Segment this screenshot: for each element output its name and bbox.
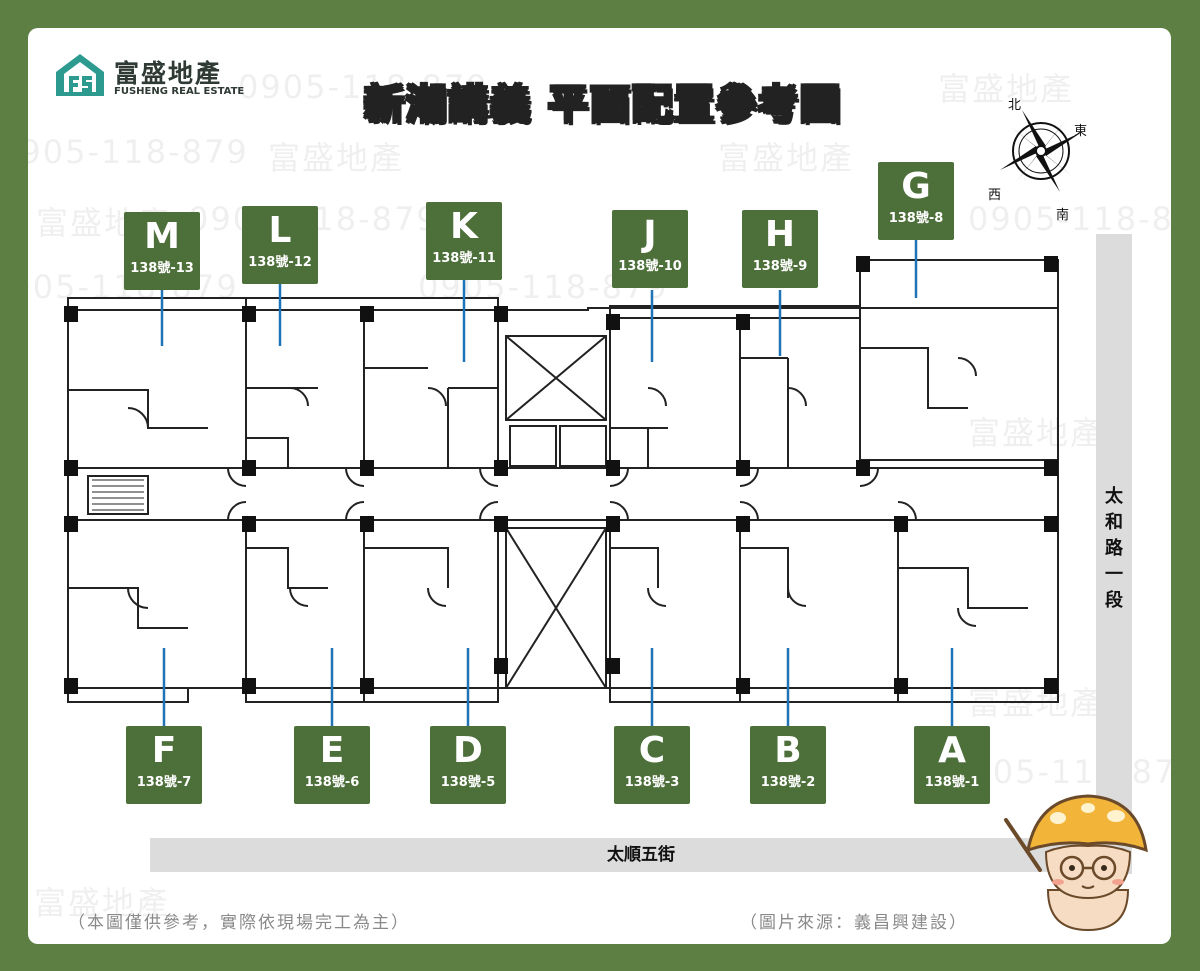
unit-address: 138號-13 bbox=[130, 261, 194, 276]
unit-letter: E bbox=[319, 730, 345, 771]
unit-label-g: G 138號-8 bbox=[878, 162, 954, 240]
unit-address: 138號-3 bbox=[624, 775, 680, 790]
compass-rose-icon bbox=[1000, 110, 1082, 192]
unit-letter: M bbox=[144, 216, 180, 257]
page-title: 新潮講義 平面配置參考圖 bbox=[363, 81, 842, 129]
compass-west-label: 西 bbox=[988, 188, 1002, 203]
unit-g-outline bbox=[859, 259, 1059, 461]
road-east bbox=[1096, 234, 1132, 874]
mushroom-mascot bbox=[988, 780, 1168, 940]
unit-address: 138號-12 bbox=[248, 255, 312, 270]
house-logo-icon bbox=[56, 54, 104, 96]
unit-label-k: K 138號-11 bbox=[426, 202, 502, 280]
floor-plan-drawing bbox=[64, 240, 1059, 728]
floor-plan-card: 0905-118-879 富盛地產 0905-118-879 富盛地產 富盛地產… bbox=[28, 28, 1171, 944]
watermark-phone: 0905-118-879 bbox=[238, 68, 489, 106]
watermark-brand: 富盛地產 bbox=[34, 884, 171, 922]
unit-letter: B bbox=[774, 730, 802, 771]
compass-south-label: 南 bbox=[1056, 208, 1070, 223]
unit-letter: K bbox=[450, 206, 478, 247]
unit-label-m: M 138號-13 bbox=[124, 212, 200, 290]
unit-address: 138號-9 bbox=[752, 259, 808, 274]
unit-letter: L bbox=[268, 210, 292, 251]
watermark-brand: 富盛地產 bbox=[268, 139, 405, 177]
unit-label-a: A 138號-1 bbox=[914, 726, 990, 804]
unit-address: 138號-10 bbox=[618, 259, 682, 274]
watermark-phone: 0905-118-879 bbox=[968, 200, 1171, 238]
unit-letter: G bbox=[901, 166, 931, 207]
compass: 北 東 西 南 bbox=[986, 96, 1096, 223]
unit-label-l: L 138號-12 bbox=[242, 206, 318, 284]
company-logo: 富盛地產 FUSHENG REAL ESTATE bbox=[52, 50, 252, 104]
watermark-brand: 富盛地產 bbox=[968, 414, 1105, 452]
road-east-label: 太和路一段 bbox=[1105, 486, 1123, 611]
road-south-label: 太順五街 bbox=[607, 845, 675, 865]
unit-address: 138號-8 bbox=[888, 211, 944, 226]
unit-label-c: C 138號-3 bbox=[614, 726, 690, 804]
compass-east-label: 東 bbox=[1074, 124, 1088, 139]
unit-letter: D bbox=[453, 730, 483, 771]
watermark-phone: 0905-118-879 bbox=[28, 133, 249, 171]
image-source-note: （圖片來源：義昌興建設） bbox=[740, 913, 968, 933]
unit-address: 138號-1 bbox=[924, 775, 980, 790]
watermark-brand: 富盛地產 bbox=[938, 70, 1075, 108]
unit-label-j: J 138號-10 bbox=[612, 210, 688, 288]
unit-address: 138號-7 bbox=[136, 775, 192, 790]
logo-english-name: FUSHENG REAL ESTATE bbox=[114, 86, 245, 97]
unit-label-e: E 138號-6 bbox=[294, 726, 370, 804]
watermark-brand: 富盛地產 bbox=[718, 139, 855, 177]
unit-label-d: D 138號-5 bbox=[430, 726, 506, 804]
unit-address: 138號-11 bbox=[432, 251, 496, 266]
unit-address: 138號-6 bbox=[304, 775, 360, 790]
logo-name: 富盛地產 bbox=[114, 59, 223, 88]
unit-label-h: H 138號-9 bbox=[742, 210, 818, 288]
unit-label-f: F 138號-7 bbox=[126, 726, 202, 804]
unit-address: 138號-2 bbox=[760, 775, 816, 790]
compass-north-label: 北 bbox=[1008, 98, 1022, 113]
road-south bbox=[150, 838, 1132, 872]
disclaimer-note: （本圖僅供參考，實際依現場完工為主） bbox=[68, 913, 410, 933]
unit-letter: C bbox=[638, 730, 666, 771]
unit-address: 138號-5 bbox=[440, 775, 496, 790]
unit-letter: H bbox=[764, 214, 796, 255]
unit-letter: J bbox=[643, 214, 657, 255]
building-outline bbox=[67, 307, 1059, 689]
mushroom-mascot-icon bbox=[1004, 794, 1148, 932]
unit-letter: A bbox=[938, 730, 966, 771]
unit-letter: F bbox=[151, 730, 177, 771]
unit-label-b: B 138號-2 bbox=[750, 726, 826, 804]
